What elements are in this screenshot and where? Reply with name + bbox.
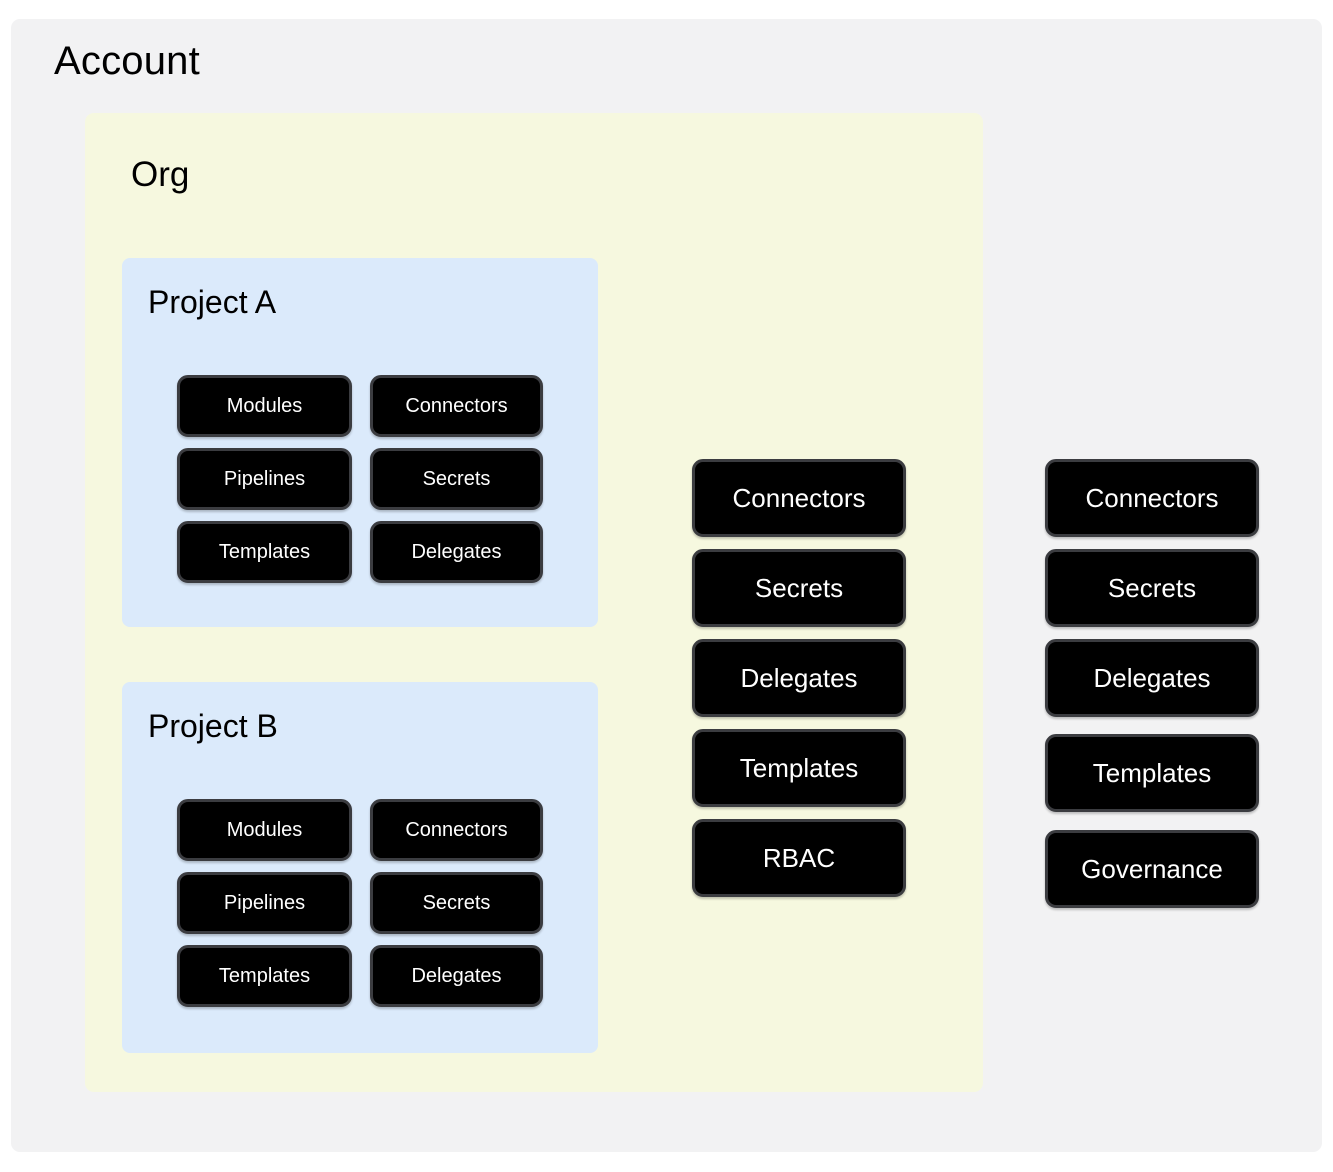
project-a-resource-templates[interactable]: Templates — [177, 521, 352, 583]
project-b-resource-templates[interactable]: Templates — [177, 945, 352, 1007]
project-b-resource-connectors[interactable]: Connectors — [370, 799, 543, 861]
account-scope-resource-column: Connectors Secrets Delegates Templates G… — [1045, 459, 1259, 908]
project-a-panel: Project A Modules Connectors Pipelines S… — [122, 258, 598, 627]
account-resource-delegates[interactable]: Delegates — [1045, 639, 1259, 717]
project-b-resource-pipelines[interactable]: Pipelines — [177, 872, 352, 934]
org-scope-resource-column: Connectors Secrets Delegates Templates R… — [692, 459, 906, 897]
project-a-resource-pipelines[interactable]: Pipelines — [177, 448, 352, 510]
project-a-resource-secrets[interactable]: Secrets — [370, 448, 543, 510]
org-resource-connectors[interactable]: Connectors — [692, 459, 906, 537]
project-a-resource-connectors[interactable]: Connectors — [370, 375, 543, 437]
project-a-resource-modules[interactable]: Modules — [177, 375, 352, 437]
account-resource-connectors[interactable]: Connectors — [1045, 459, 1259, 537]
project-b-panel: Project B Modules Connectors Pipelines S… — [122, 682, 598, 1053]
project-b-resource-secrets[interactable]: Secrets — [370, 872, 543, 934]
project-a-title: Project A — [148, 284, 277, 320]
org-resource-rbac[interactable]: RBAC — [692, 819, 906, 897]
project-b-resource-delegates[interactable]: Delegates — [370, 945, 543, 1007]
account-resource-governance[interactable]: Governance — [1045, 830, 1259, 908]
project-b-resource-modules[interactable]: Modules — [177, 799, 352, 861]
org-title: Org — [131, 155, 190, 194]
project-b-title: Project B — [148, 708, 278, 744]
org-resource-templates[interactable]: Templates — [692, 729, 906, 807]
org-resource-secrets[interactable]: Secrets — [692, 549, 906, 627]
project-a-resource-delegates[interactable]: Delegates — [370, 521, 543, 583]
project-b-resource-grid: Modules Connectors Pipelines Secrets Tem… — [177, 799, 543, 1007]
account-resource-templates[interactable]: Templates — [1045, 734, 1259, 812]
project-a-resource-grid: Modules Connectors Pipelines Secrets Tem… — [177, 375, 543, 583]
org-resource-delegates[interactable]: Delegates — [692, 639, 906, 717]
account-resource-secrets[interactable]: Secrets — [1045, 549, 1259, 627]
account-title: Account — [54, 39, 200, 83]
account-scope-panel: Account Org Project A Modules Connectors… — [11, 19, 1322, 1152]
